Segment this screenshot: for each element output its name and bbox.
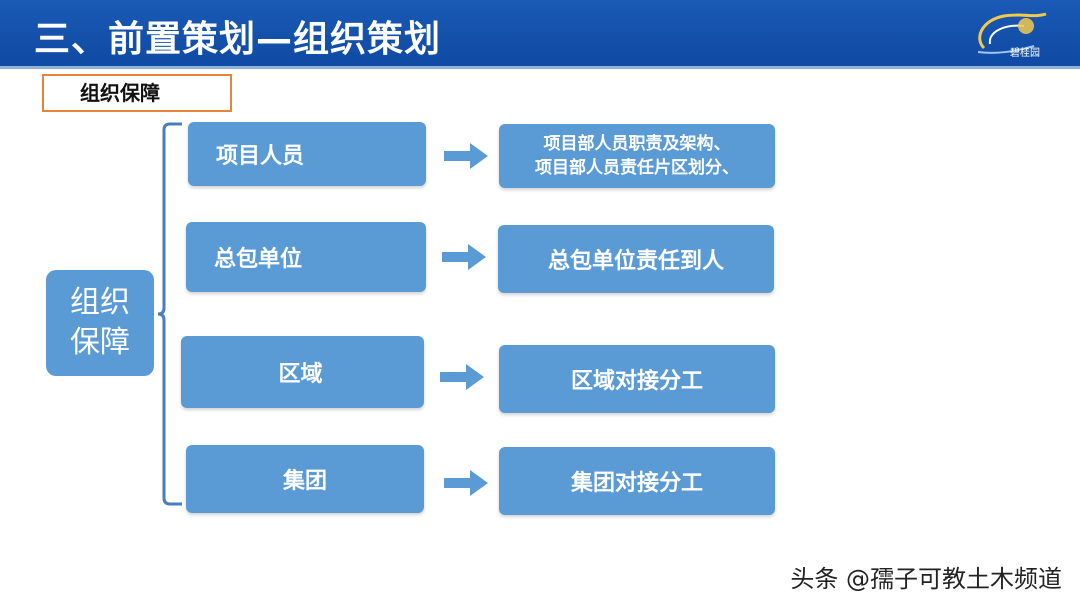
header-bar: 三、前置策划—组织策划 碧桂园 bbox=[0, 0, 1080, 69]
arrow-right-icon bbox=[440, 364, 484, 390]
source-node-group: 集团 bbox=[186, 445, 424, 513]
arrow-right-icon bbox=[444, 470, 488, 496]
logo-text: 碧桂园 bbox=[1010, 48, 1040, 59]
arrow-right-icon bbox=[442, 244, 486, 270]
source-node-region: 区域 bbox=[181, 336, 424, 408]
root-line-2: 保障 bbox=[70, 325, 130, 360]
root-line-1: 组织 bbox=[70, 285, 130, 320]
root-node-org-guarantee: 组织 保障 bbox=[46, 270, 154, 376]
target-line: 项目部人员责任片区划分、 bbox=[535, 158, 739, 178]
target-node-general-contractor: 总包单位责任到人 bbox=[498, 225, 774, 293]
source-node-general-contractor: 总包单位 bbox=[186, 222, 426, 292]
target-node-group: 集团对接分工 bbox=[499, 447, 775, 515]
bracket-connector bbox=[157, 122, 182, 506]
source-node-project-staff: 项目人员 bbox=[188, 122, 426, 186]
watermark-text: 头条 @孺子可教土木频道 bbox=[790, 565, 1062, 593]
target-line: 项目部人员职责及架构、 bbox=[543, 134, 731, 154]
section-label: 组织保障 bbox=[42, 74, 232, 112]
arrow-right-icon bbox=[444, 143, 488, 169]
company-logo-icon bbox=[977, 12, 1047, 54]
target-node-region: 区域对接分工 bbox=[499, 345, 775, 413]
page-title: 三、前置策划—组织策划 bbox=[34, 19, 442, 60]
target-node-project-staff: 项目部人员职责及架构、 项目部人员责任片区划分、 bbox=[499, 124, 775, 188]
